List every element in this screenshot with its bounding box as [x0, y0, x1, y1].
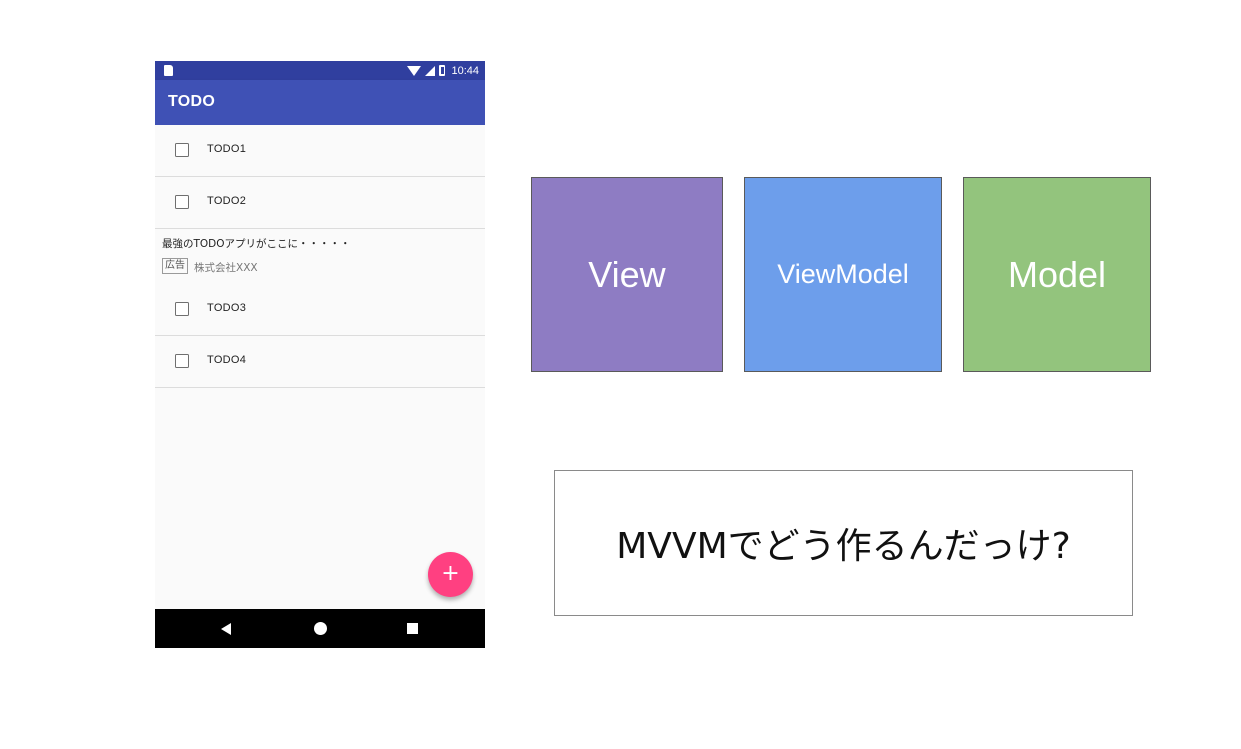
recents-icon[interactable] — [407, 623, 418, 634]
todo-label: TODO1 — [207, 143, 247, 155]
status-icons: 10:44 — [407, 63, 479, 78]
phone-screenshot: 10:44 TODO TODO1 TODO2 最強のTODOアプリがここに・・・… — [155, 61, 485, 648]
navigation-bar — [155, 609, 485, 648]
question-box: MVVMでどう作るんだっけ? — [554, 470, 1133, 616]
app-title: TODO — [168, 93, 216, 110]
home-icon[interactable] — [314, 622, 327, 635]
todo-row[interactable]: TODO1 — [155, 125, 485, 177]
sd-card-icon — [164, 65, 173, 76]
status-time: 10:44 — [451, 64, 479, 77]
viewmodel-box-label: ViewModel — [777, 259, 909, 289]
add-todo-fab[interactable]: + — [428, 552, 473, 597]
todo-checkbox[interactable] — [175, 354, 189, 368]
ad-text: 最強のTODOアプリがここに・・・・・ — [162, 238, 351, 250]
ad-banner[interactable]: 最強のTODOアプリがここに・・・・・ 広告 株式会社XXX — [155, 230, 485, 285]
question-text: MVVMでどう作るんだっけ? — [616, 526, 1071, 567]
todo-label: TODO3 — [207, 302, 247, 314]
todo-row[interactable]: TODO2 — [155, 177, 485, 229]
model-box-label: Model — [1007, 253, 1107, 295]
wifi-icon — [407, 65, 422, 76]
battery-icon — [439, 65, 446, 76]
todo-row[interactable]: TODO3 — [155, 284, 485, 336]
view-box-label: View — [588, 253, 666, 295]
viewmodel-box: ViewModel — [744, 177, 942, 372]
app-bar: TODO — [155, 80, 485, 125]
todo-label: TODO4 — [207, 354, 247, 366]
ad-company: 株式会社XXX — [194, 262, 258, 274]
todo-checkbox[interactable] — [175, 302, 189, 316]
todo-label: TODO2 — [207, 195, 247, 207]
todo-row[interactable]: TODO4 — [155, 336, 485, 388]
status-bar: 10:44 — [155, 61, 485, 80]
model-box: Model — [963, 177, 1151, 372]
signal-icon — [425, 65, 436, 76]
todo-checkbox[interactable] — [175, 195, 189, 209]
view-box: View — [531, 177, 723, 372]
todo-checkbox[interactable] — [175, 143, 189, 157]
back-icon[interactable] — [221, 623, 231, 635]
ad-badge: 広告 — [162, 258, 188, 274]
